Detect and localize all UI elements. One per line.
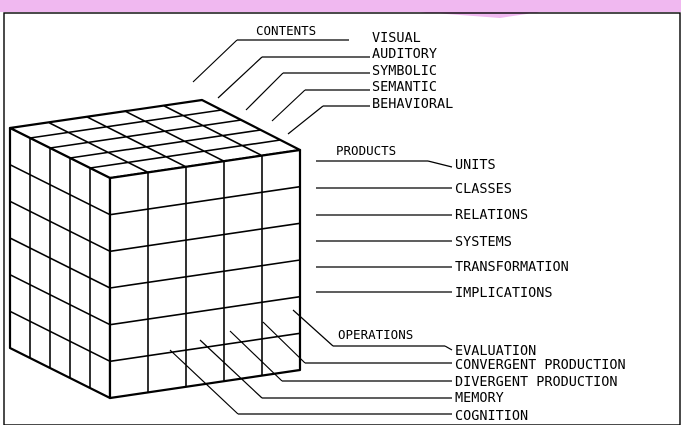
products-item-implications: IMPLICATIONS	[455, 285, 553, 301]
products-item-systems: SYSTEMS	[455, 234, 512, 250]
operations-item-divergent-production: DIVERGENT PRODUCTION	[455, 374, 618, 390]
operations-item-cognition: COGNITION	[455, 408, 528, 424]
top-banner	[0, 0, 681, 18]
contents-item-behavioral: BEHAVIORAL	[372, 96, 453, 112]
contents-header: CONTENTS	[256, 23, 316, 38]
products-header: PRODUCTS	[336, 143, 396, 158]
contents-item-symbolic: SYMBOLIC	[372, 63, 437, 79]
contents-item-visual: VISUAL	[372, 30, 421, 46]
contents-item-auditory: AUDITORY	[372, 46, 437, 62]
operations-header: OPERATIONS	[338, 327, 413, 342]
products-item-units: UNITS	[455, 157, 496, 173]
operations-item-memory: MEMORY	[455, 390, 504, 406]
products-item-classes: CLASSES	[455, 181, 512, 197]
products-item-transformation: TRANSFORMATION	[455, 259, 569, 275]
operations-item-convergent-production: CONVERGENT PRODUCTION	[455, 357, 626, 373]
contents-item-semantic: SEMANTIC	[372, 79, 437, 95]
products-group: PRODUCTS UNITS CLASSES RELATIONS SYSTEMS…	[316, 143, 569, 301]
products-item-relations: RELATIONS	[455, 207, 528, 223]
